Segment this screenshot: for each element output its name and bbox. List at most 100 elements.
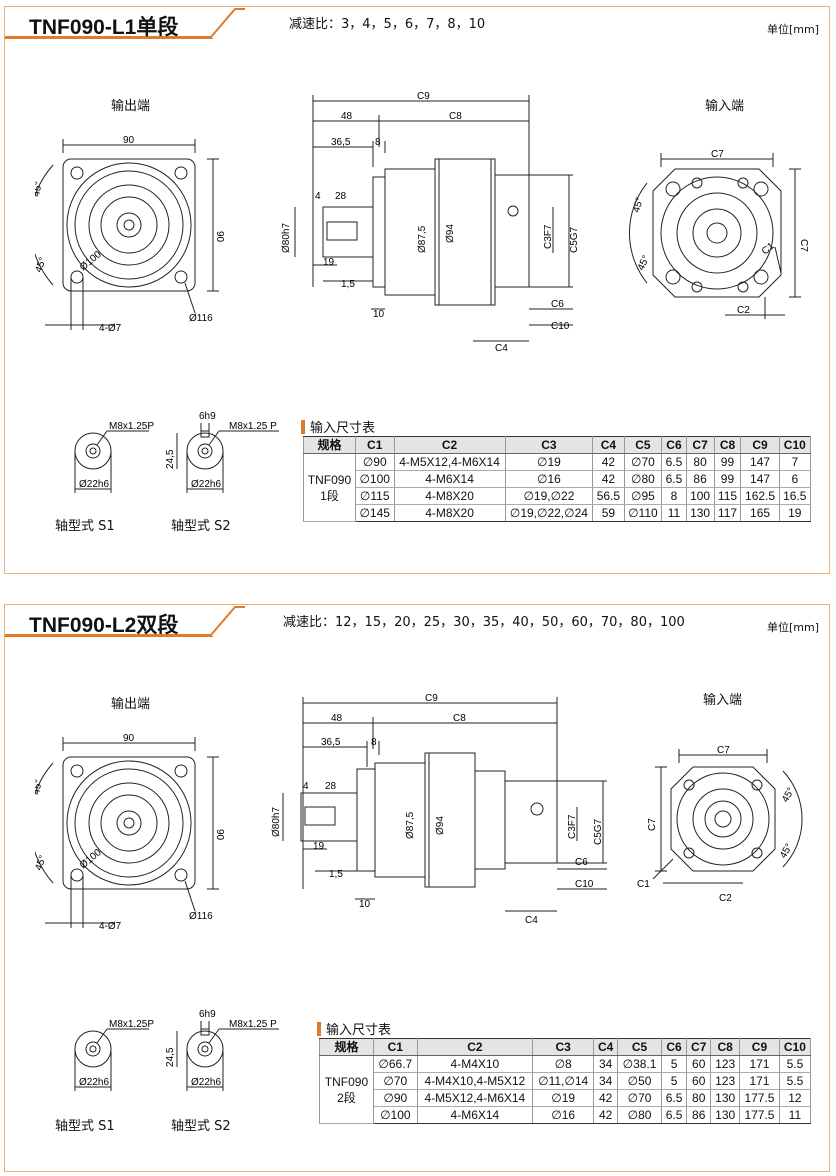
table-header-cell: C7 <box>685 436 715 454</box>
table-header-cell: C4 <box>592 436 625 454</box>
dim-80h7: Ø80h7 <box>271 807 282 837</box>
table-cell: 130 <box>710 1106 741 1124</box>
dim-c3: C3F7 <box>567 814 578 839</box>
table-cell: 34 <box>593 1072 619 1090</box>
table-header-cell: C6 <box>661 436 687 454</box>
table-cell: 80 <box>685 453 715 471</box>
dim-c4: C4 <box>495 343 508 354</box>
table-cell: 8 <box>661 487 687 505</box>
dim-c7-width: C7 <box>711 149 724 160</box>
dim-c9: C9 <box>425 693 438 704</box>
output-flange-drawing: 90 90 45° 45° Ø100 4-Ø7 Ø116 <box>35 135 225 334</box>
table-cell: 115 <box>713 487 742 505</box>
unit-label: 单位[mm] <box>766 621 819 634</box>
table-header-cell: C1 <box>354 436 395 454</box>
angle-45-input-b: 45° <box>778 842 795 861</box>
table-cell: 177.5 <box>739 1106 780 1124</box>
dim-94: Ø94 <box>435 816 446 835</box>
table-cell: 4-M4X10 <box>416 1055 534 1073</box>
angle-45-a: 45° <box>35 181 45 198</box>
dim-94: Ø94 <box>445 224 456 243</box>
table-header-cell: C3 <box>532 1038 595 1056</box>
table-cell: ∅110 <box>623 504 663 522</box>
table-header-cell: C5 <box>617 1038 662 1056</box>
dim-87-5: Ø87,5 <box>405 811 416 839</box>
dim-48: 48 <box>341 111 353 122</box>
table-header-cell: C5 <box>623 436 663 454</box>
thread-s1: M8x1.25P <box>109 1019 154 1030</box>
table-header-cell: C2 <box>416 1038 534 1056</box>
title-marker <box>317 1022 321 1036</box>
table-header-cell: C9 <box>740 436 780 454</box>
table-cell: 11 <box>661 504 687 522</box>
table-cell: 171 <box>739 1055 780 1073</box>
dim-87-5: Ø87,5 <box>417 225 428 253</box>
table-cell: 147 <box>740 453 780 471</box>
dim-c4: C4 <box>525 915 538 926</box>
dim-c10: C10 <box>551 321 570 332</box>
table-cell: ∅100 <box>354 470 395 488</box>
angle-45-input-a: 45° <box>631 196 646 213</box>
table-cell: 12 <box>778 1089 812 1107</box>
table-cell: ∅50 <box>617 1072 662 1090</box>
dim-10: 10 <box>373 309 385 320</box>
table-title: 输入尺寸表 <box>317 1019 391 1038</box>
key-width-s2: 6h9 <box>199 411 216 422</box>
table-cell: 4-M6X14 <box>393 470 506 488</box>
dim-19: 19 <box>323 257 335 268</box>
table-cell: ∅19,∅22,∅24 <box>504 504 594 522</box>
table-cell: 86 <box>686 1106 712 1124</box>
table-header-cell: C10 <box>778 436 812 454</box>
table-cell: ∅66.7 <box>372 1055 418 1073</box>
shaft-s1-label: 轴型式 S1 <box>55 1119 115 1134</box>
section-title: TNF090-L1单段 <box>29 16 179 39</box>
table-cell: 4-M6X14 <box>416 1106 534 1124</box>
input-end-label: 输入端 <box>705 99 745 114</box>
table-cell: 7 <box>778 453 812 471</box>
table-cell: ∅11,∅14 <box>532 1072 595 1090</box>
table-cell: 171 <box>739 1072 780 1090</box>
table-header-cell: C6 <box>660 1038 688 1056</box>
table-cell: 6.5 <box>660 1089 688 1107</box>
model-cell: TNF090 1段 <box>303 453 356 522</box>
dim-c1: C1 <box>760 240 777 257</box>
table-cell: 165 <box>740 504 780 522</box>
angle-45-b: 45° <box>35 854 49 872</box>
dim-c6: C6 <box>551 299 564 310</box>
table-cell: 4-M5X12,4-M6X14 <box>393 453 506 471</box>
dim-1-5: 1,5 <box>329 869 343 880</box>
angle-45-a: 45° <box>35 779 45 796</box>
dim-c9: C9 <box>417 91 430 102</box>
table-cell: ∅70 <box>623 453 663 471</box>
table-cell: ∅8 <box>532 1055 595 1073</box>
thread-s1: M8x1.25P <box>109 421 154 432</box>
shaft-s2-label: 轴型式 S2 <box>171 1119 231 1134</box>
section-l1: TNF090-L1单段 减速比：3，4，5，6，7，8，10 单位[mm] 输出… <box>4 6 830 574</box>
output-end-label: 输出端 <box>111 697 151 712</box>
dim-c6: C6 <box>575 857 588 868</box>
table-title: 输入尺寸表 <box>301 417 375 436</box>
table-cell: 60 <box>686 1072 712 1090</box>
dim-c2: C2 <box>719 893 732 904</box>
table-header-cell: C9 <box>739 1038 780 1056</box>
thread-s2: M8x1.25 P <box>229 421 277 432</box>
table-header-cell: C3 <box>504 436 594 454</box>
dim-holes: 4-Ø7 <box>99 323 122 334</box>
table-cell: 162.5 <box>740 487 780 505</box>
table-cell: ∅90 <box>354 453 395 471</box>
side-view-drawing: C9 C8 48 36,5 8 4 28 Ø80h7 Ø87,5 Ø94 19 … <box>271 693 607 926</box>
table-cell: 147 <box>740 470 780 488</box>
table-cell: 56.5 <box>592 487 625 505</box>
table-header-cell: C8 <box>710 1038 741 1056</box>
table-cell: 42 <box>592 453 625 471</box>
dia-s1: Ø22h6 <box>79 479 109 490</box>
section-l2: TNF090-L2双段 减速比：12，15，20，25，30，35，40，50，… <box>4 604 830 1172</box>
table-cell: 123 <box>710 1055 741 1073</box>
dim-c3: C3F7 <box>543 224 554 249</box>
